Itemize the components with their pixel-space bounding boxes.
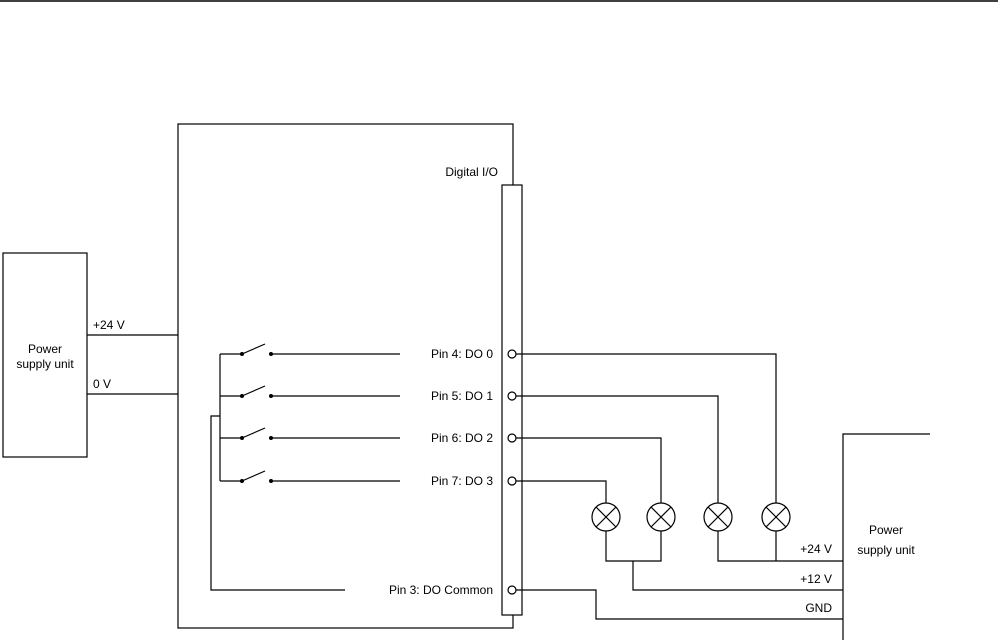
pin-label-do1: Pin 5: DO 1 — [431, 389, 493, 403]
wire-do3 — [516, 481, 606, 503]
left-psu-label-2: supply unit — [16, 357, 74, 371]
wire-do2 — [516, 438, 661, 503]
lamp-do1 — [704, 503, 732, 531]
right-psu-label-1: Power — [869, 523, 903, 537]
lamp-do2 — [647, 503, 675, 531]
pin-label-do3: Pin 7: DO 3 — [431, 474, 493, 488]
device-box — [178, 124, 513, 628]
pin-label-common: Pin 3: DO Common — [389, 583, 493, 597]
left-plus24-label: +24 V — [93, 318, 125, 332]
pin-terminal-do1 — [508, 392, 516, 400]
left-psu-label-1: Power — [28, 342, 62, 356]
lamp-do3 — [592, 503, 620, 531]
pin-label-do2: Pin 6: DO 2 — [431, 431, 493, 445]
right-plus12-label: +12 V — [800, 572, 832, 586]
right-gnd-label: GND — [805, 601, 832, 615]
lamp-pair-12v-join — [606, 531, 661, 561]
pin-terminal-do0 — [508, 350, 516, 358]
pin-terminal-do2 — [508, 434, 516, 442]
lamp-do0 — [762, 503, 790, 531]
left-zero-label: 0 V — [93, 377, 111, 391]
wire-do1 — [516, 396, 718, 503]
io-header-label: Digital I/O — [445, 165, 498, 179]
wire-gnd — [516, 590, 843, 619]
right-plus24-label: +24 V — [800, 542, 832, 556]
right-psu-label-2: supply unit — [857, 543, 915, 557]
right-power-supply — [843, 434, 930, 640]
pin-label-do0: Pin 4: DO 0 — [431, 347, 493, 361]
pin-terminal-common — [508, 586, 516, 594]
pin-terminal-do3 — [508, 477, 516, 485]
